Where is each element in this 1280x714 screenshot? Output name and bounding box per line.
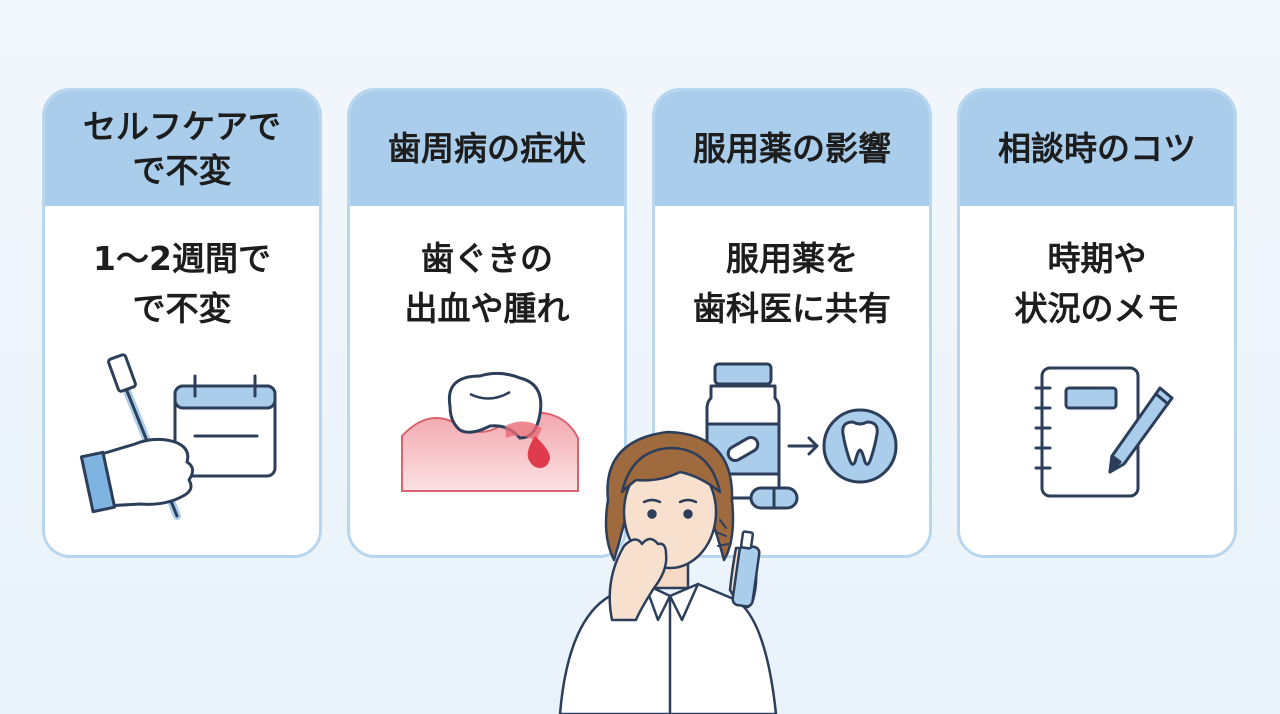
card-body: 時期や 状況のメモ: [960, 206, 1234, 334]
card-text: 服用薬を 歯科医に共有: [693, 239, 891, 328]
card-text: 1〜2週間で で不変: [93, 239, 271, 328]
card-header: セルフケアで で不変: [45, 91, 319, 206]
toothbrush-calendar-icon: [79, 353, 277, 520]
card-self-care: セルフケアで で不変 1〜2週間で で不変: [42, 88, 322, 558]
card-body: 歯ぐきの 出血や腫れ: [350, 206, 624, 334]
card-title: 歯周病の症状: [388, 128, 586, 168]
card-header: 相談時のコツ: [960, 91, 1234, 206]
card-periodontal-symptoms: 歯周病の症状 歯ぐきの 出血や腫れ: [347, 88, 627, 558]
bleeding-gum-icon: [401, 371, 579, 492]
woman-with-mouth-spray: [558, 430, 778, 714]
card-title: 相談時のコツ: [998, 128, 1196, 168]
card-body: 1〜2週間で で不変: [45, 206, 319, 334]
card-header: 服用薬の影響: [655, 91, 929, 206]
card-body: 服用薬を 歯科医に共有: [655, 206, 929, 334]
card-header: 歯周病の症状: [350, 91, 624, 206]
card-text: 歯ぐきの 出血や腫れ: [404, 239, 570, 328]
card-title: セルフケアで で不変: [83, 106, 281, 190]
card-title: 服用薬の影響: [693, 128, 891, 168]
notebook-pen-icon: [1034, 366, 1174, 498]
card-text: 時期や 状況のメモ: [1014, 239, 1180, 328]
card-consultation-tips: 相談時のコツ 時期や 状況のメモ: [957, 88, 1237, 558]
